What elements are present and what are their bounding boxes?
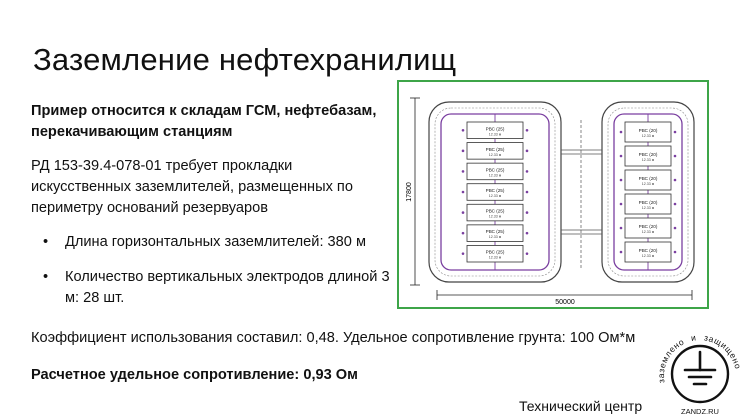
left-tank-sub: 12.33 м (489, 132, 502, 136)
left-electrode (525, 128, 529, 132)
slide-title: Заземление нефтехранилищ (33, 42, 457, 77)
right-electrode (619, 154, 623, 158)
bullet-list: Длина горизонтальных заземлителей: 380 м… (31, 232, 401, 323)
right-tank-park (601, 101, 695, 283)
left-electrode (525, 231, 529, 235)
right-tank-3 (624, 169, 672, 191)
lead-paragraph: Пример относится к складам ГСМ, нефтебаз… (31, 103, 377, 140)
left-electrode (461, 170, 465, 173)
left-electrode (461, 211, 465, 214)
left-tank-sub: 12.33 м (489, 153, 502, 157)
left-tank-label: РВС (25) (486, 167, 505, 172)
right-tank-sub: 12.33 м (642, 206, 655, 210)
right-electrode (619, 178, 623, 182)
right-tank-sub: 12.33 м (642, 134, 655, 138)
right-tank-sub: 12.33 м (642, 182, 655, 186)
footer-center-label: Технический центр (519, 398, 643, 414)
right-electrode (673, 130, 677, 134)
left-tank-1 (466, 121, 524, 139)
left-electrode (461, 128, 465, 132)
right-tank-4 (624, 193, 672, 215)
bullet-horizontal-length: Длина горизонтальных заземлителей: 380 м (31, 232, 401, 253)
dim-horizontal-label: 50000 (555, 299, 575, 306)
left-electrode (461, 252, 465, 256)
bullet-vertical-electrodes: Количество вертикальных электродов длино… (31, 267, 401, 309)
coefficient-line: Коэффициент использования составил: 0,48… (31, 330, 636, 346)
right-tank-sub: 12.33 м (642, 158, 655, 162)
left-tank-5 (466, 203, 524, 222)
right-electrode (673, 202, 677, 206)
left-tank-4 (466, 183, 524, 201)
left-electrode (461, 231, 465, 235)
right-embankment (601, 101, 695, 283)
ground-symbol-icon (683, 350, 717, 386)
logo-site: ZANDZ.RU (681, 407, 719, 416)
left-electrode (525, 170, 529, 173)
left-electrode (525, 149, 529, 153)
left-tank-label: РВС (25) (486, 147, 505, 152)
left-tank-label: РВС (25) (486, 250, 505, 255)
zandz-logo: заземлено и защищено ZANDZ.RU (656, 332, 743, 416)
requirement-paragraph: РД 153-39.4-078-01 требует прокладки иск… (31, 158, 353, 216)
dim-vertical-label: 17800 (406, 182, 413, 202)
right-electrode (619, 250, 623, 254)
right-electrode (673, 226, 677, 230)
right-tank-label: РВС (20) (639, 248, 658, 253)
left-electrode (525, 211, 529, 214)
left-tank-sub: 12.33 м (489, 215, 502, 219)
left-tank-sub: 12.33 м (489, 235, 502, 239)
right-tank-5 (624, 217, 672, 239)
right-electrode (673, 178, 677, 182)
right-tank-2 (624, 145, 672, 167)
left-tank-label: РВС (25) (486, 229, 505, 234)
dimension-lines (410, 97, 693, 300)
right-tank-label: РВС (20) (639, 128, 658, 133)
right-tank-1 (624, 121, 672, 143)
right-tank-label: РВС (20) (639, 152, 658, 157)
right-electrode (619, 202, 623, 206)
right-tank-label: РВС (20) (639, 224, 658, 229)
pipeline (561, 120, 602, 270)
left-embankment (428, 101, 562, 283)
right-electrode (673, 250, 677, 254)
right-tank-sub: 12.33 м (642, 230, 655, 234)
left-electrode (525, 190, 529, 194)
logo-ring-right: защищено (703, 332, 743, 370)
logo-circle (670, 344, 730, 404)
left-electrode (461, 190, 465, 194)
right-tank-6 (624, 241, 672, 263)
right-electrode (673, 154, 677, 158)
left-tank-sub: 12.33 м (489, 194, 502, 198)
calculated-resistance: Расчетное удельное сопротивление: 0,93 О… (31, 367, 358, 383)
logo-ring-mid: и (690, 332, 697, 343)
left-tank-label: РВС (25) (486, 188, 505, 193)
right-electrode (619, 130, 623, 134)
left-tank-7 (466, 245, 524, 263)
left-tank-sub: 12.33 м (489, 256, 502, 260)
left-tank-label: РВС (25) (486, 209, 505, 214)
left-tank-sub: 12.33 м (489, 173, 502, 177)
right-tank-label: РВС (20) (639, 176, 658, 181)
right-tank-sub: 12.33 м (642, 254, 655, 258)
left-tank-6 (466, 224, 524, 242)
left-tank-label: РВС (25) (486, 126, 505, 131)
left-electrode (525, 252, 529, 256)
left-electrode (461, 149, 465, 153)
left-tank-3 (466, 162, 524, 181)
left-tank-2 (466, 142, 524, 160)
right-tank-label: РВС (20) (639, 200, 658, 205)
right-electrode (619, 226, 623, 230)
